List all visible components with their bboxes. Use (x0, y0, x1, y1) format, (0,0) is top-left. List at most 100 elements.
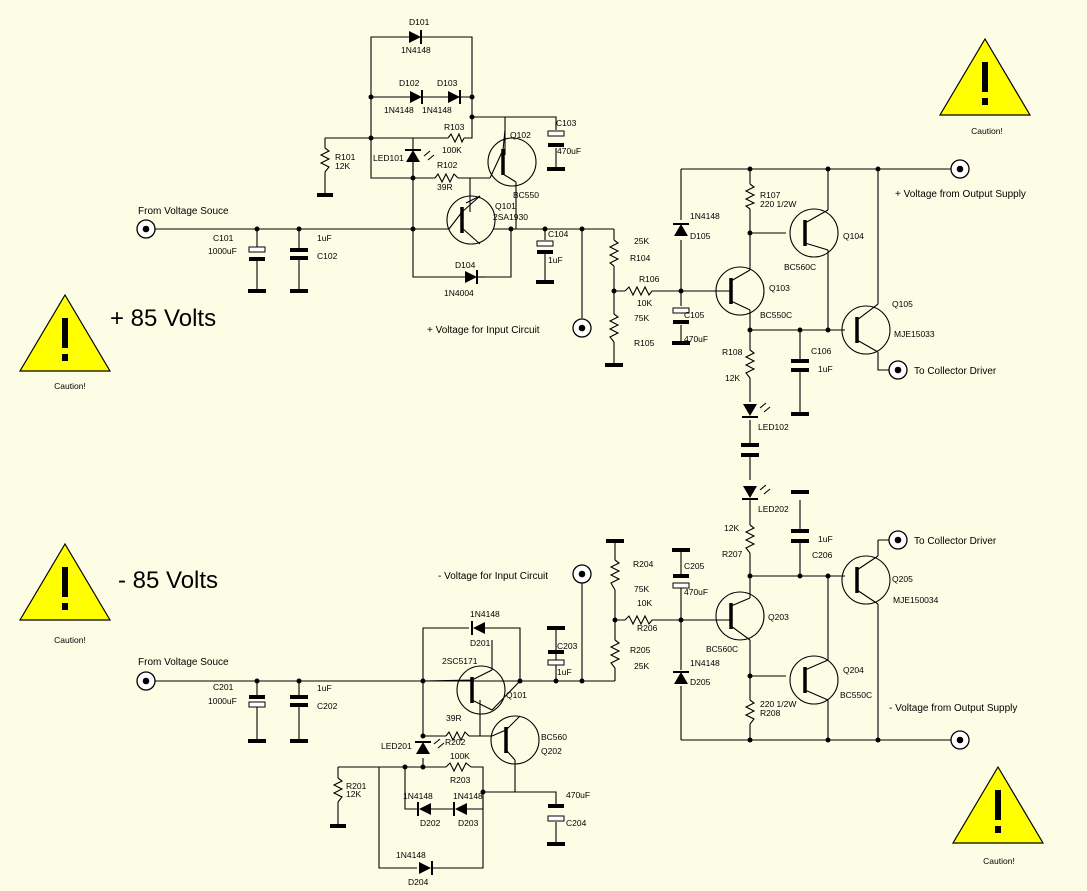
label-top-c105: C105 (684, 310, 705, 320)
label-top-r107_val: 220 1/2W (760, 199, 796, 209)
junction-dots-bottom (254, 573, 881, 795)
led-led201 (415, 738, 445, 754)
terminal-collector-driver-bottom (888, 530, 908, 550)
led-led101 (405, 138, 435, 178)
label-bottom-r204_val: 75K (634, 584, 649, 594)
label-bottom-d203_val: 1N4148 (453, 791, 483, 801)
label-from-source-bottom: From Voltage Souce (138, 657, 229, 668)
transistor-q102 (486, 129, 538, 188)
label-bottom-c203: C203 (557, 641, 578, 651)
diode-d105 (673, 223, 689, 236)
label-top-c101: C101 (213, 233, 234, 243)
title-negative: - 85 Volts (118, 567, 218, 594)
capacitor-c205 (672, 574, 690, 589)
label-bottom-c206_val: 1uF (818, 534, 833, 544)
label-bottom-r203: R203 (450, 775, 471, 785)
capacitor-c105 (672, 307, 690, 324)
resistor-r204 (609, 559, 621, 591)
led-led102 (742, 402, 771, 418)
label-bottom-d205: D205 (690, 677, 711, 687)
top-labels: From Voltage Souce + Voltage for Input C… (138, 17, 1026, 432)
label-bottom-d205_val: 1N4148 (690, 658, 720, 668)
resistor-r104 (608, 239, 620, 267)
title-positive: + 85 Volts (110, 305, 216, 332)
label-top-c103: C103 (556, 118, 577, 128)
label-top-q101_val: 2SA1930 (493, 212, 528, 222)
resistor-r107 (744, 183, 756, 210)
diode-d202 (417, 802, 431, 816)
transistor-q104 (788, 207, 840, 259)
label-bottom-r204: R204 (633, 559, 654, 569)
label-bottom-d202_val: 1N4148 (403, 791, 433, 801)
label-bottom-q202_val: BC560 (541, 732, 567, 742)
capacitor-c102 (290, 248, 308, 260)
label-bottom-c205: C205 (684, 561, 705, 571)
label-from-source-top: From Voltage Souce (138, 206, 229, 217)
label-bottom-r205_val: 25K (634, 661, 649, 671)
transistor-q103 (708, 265, 766, 317)
label-input-circuit-bottom: - Voltage for Input Circuit (438, 571, 548, 582)
label-top-r104: R104 (630, 253, 651, 263)
label-top-c106_val: 1uF (818, 364, 833, 374)
label-top-q102_val: BC550 (513, 190, 539, 200)
ground-symbols-top (248, 167, 809, 457)
resistor-r201 (332, 777, 344, 803)
label-collector-driver-bottom: To Collector Driver (914, 536, 997, 547)
label-bottom-q205_val: MJE150034 (893, 595, 939, 605)
label-bottom-d201_val: 1N4148 (470, 609, 500, 619)
label-top-led102: LED102 (758, 422, 789, 432)
label-top-q105_val: MJE15033 (894, 329, 935, 339)
label-bottom-c201_val: 1000uF (208, 696, 237, 706)
label-top-d103: D103 (437, 78, 458, 88)
label-bottom-r203_val: 100K (450, 751, 470, 761)
capacitor-c206 (791, 529, 809, 543)
label-input-circuit-top: + Voltage for Input Circuit (427, 325, 540, 336)
label-bottom-r207: R207 (722, 549, 743, 559)
resistor-r206 (624, 614, 653, 626)
label-output-supply-bottom: - Voltage from Output Supply (889, 703, 1017, 714)
resistor-r105 (608, 313, 620, 343)
label-bottom-r201: R201 (346, 781, 367, 791)
label-bottom-q203_val: BC560C (706, 644, 738, 654)
transistor-q205 (840, 554, 892, 606)
label-top-d101_val: 1N4148 (401, 45, 431, 55)
resistor-r106 (624, 285, 653, 297)
label-bottom-r208: R208 (760, 708, 781, 718)
label-top-d104: D104 (455, 260, 476, 270)
label-top-r101_val: 12K (335, 161, 350, 171)
label-bottom-q205: Q205 (892, 574, 913, 584)
label-top-r107: R107 (760, 190, 781, 200)
label-bottom-c202: C202 (317, 701, 338, 711)
resistor-r101 (319, 147, 331, 173)
capacitor-c202 (290, 695, 308, 707)
terminal-output-supply-bottom (950, 730, 970, 750)
capacitor-c201 (248, 695, 266, 708)
label-top-d103_val: 1N4148 (422, 105, 452, 115)
label-top-r103_val: 100K (442, 145, 462, 155)
capacitor-c106 (791, 359, 809, 372)
label-top-q105: Q105 (892, 299, 913, 309)
label-top-d104_val: 1N4004 (444, 288, 474, 298)
transistor-q201 (422, 640, 521, 736)
label-top-r103: R103 (444, 122, 465, 132)
transistor-q203 (708, 590, 766, 642)
label-bottom-led202: LED202 (758, 504, 789, 514)
label-top-c106: C106 (811, 346, 832, 356)
label-top-d105_val: 1N4148 (690, 211, 720, 221)
bottom-labels: From Voltage Souce - Voltage for Input C… (138, 504, 1017, 887)
label-bottom-c203_val: 1uF (557, 667, 572, 677)
label-bottom-r201_val: 12K (346, 789, 361, 799)
label-top-q101: Q101 (495, 201, 516, 211)
label-bottom-r205: R205 (630, 645, 651, 655)
resistor-r103 (447, 132, 465, 144)
resistor-r202 (445, 730, 470, 742)
label-top-r108_val: 12K (725, 373, 740, 383)
label-bottom-c201: C201 (213, 682, 234, 692)
label-top-d105: D105 (690, 231, 711, 241)
caution-label: Caution! (54, 635, 86, 645)
bottom-wiring (155, 500, 951, 869)
label-bottom-c206: C206 (812, 550, 833, 560)
diode-d103 (448, 90, 461, 104)
label-top-r101: R101 (335, 152, 356, 162)
warning-sign-bottom-left: Caution! (19, 543, 111, 645)
